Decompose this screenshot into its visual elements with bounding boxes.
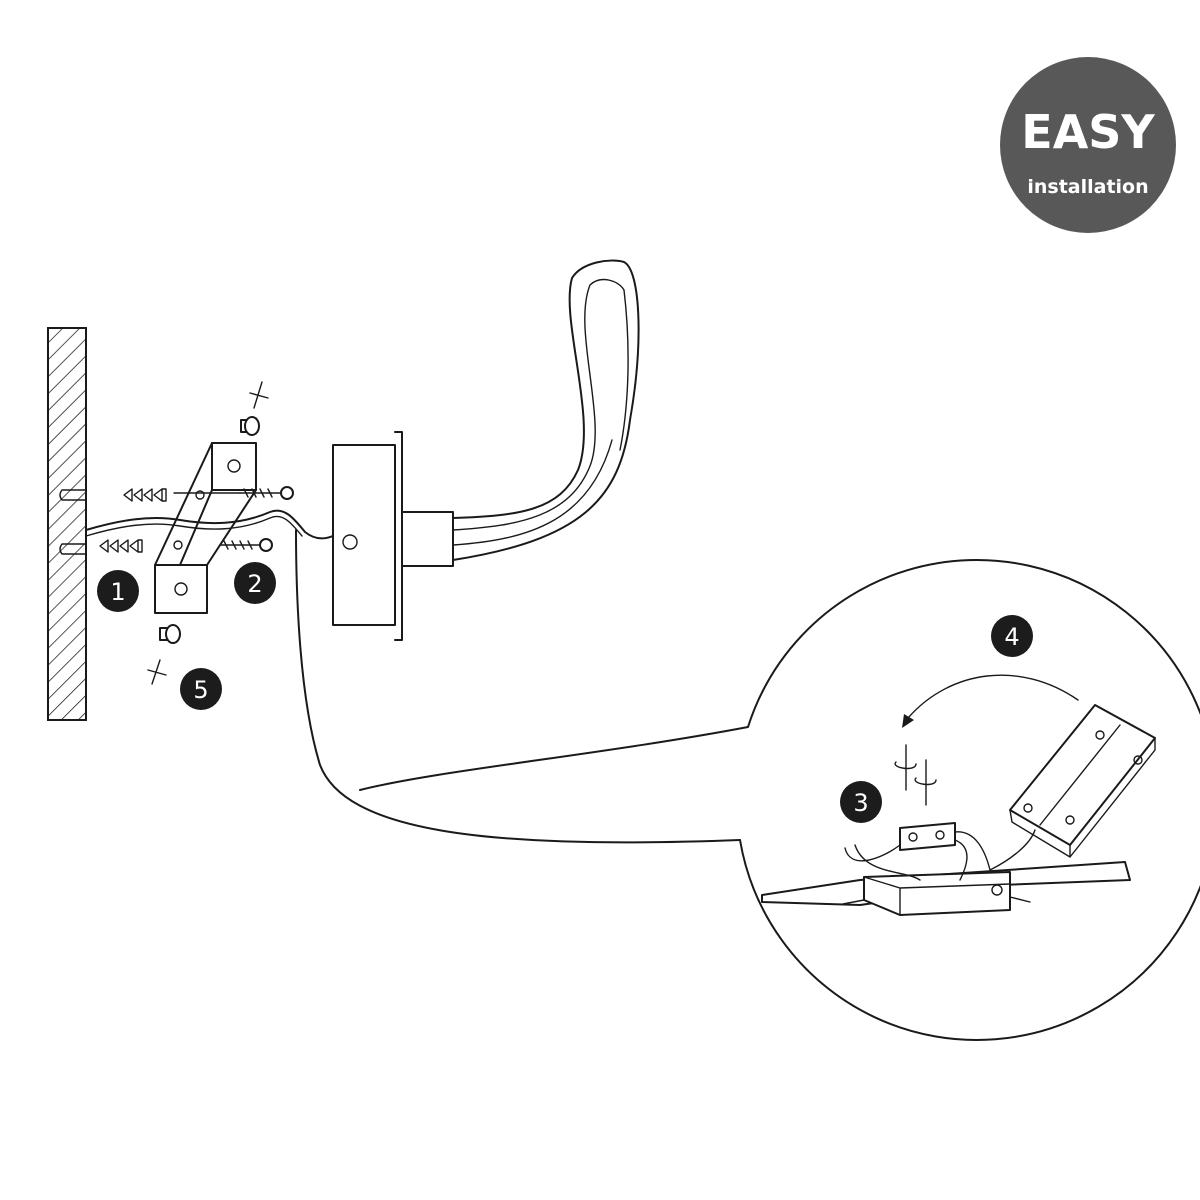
- detail-cover: [1009, 704, 1156, 858]
- luminaire-base: [332, 431, 454, 641]
- badge-title: EASY: [1021, 105, 1155, 159]
- detail-terminal-block: [844, 822, 1036, 881]
- mounting-bracket: [154, 442, 257, 614]
- wall-holes: [59, 489, 87, 555]
- rotate-screw-icon: [894, 744, 937, 806]
- step-5: 5: [180, 668, 222, 710]
- wood-screw-top: [239, 486, 294, 500]
- detail-callout: [359, 559, 1200, 1041]
- step-5-label: 5: [193, 676, 208, 704]
- wall-plug-bottom: [99, 539, 143, 553]
- step-2: 2: [234, 562, 276, 604]
- step-1: 1: [97, 570, 139, 612]
- wall-plug-top: [123, 488, 167, 502]
- screwdriver-icon-bottom: [147, 659, 167, 685]
- step-4: 4: [991, 615, 1033, 657]
- step-1-label: 1: [110, 578, 125, 606]
- easy-installation-badge: EASY installation: [1000, 57, 1176, 233]
- step-4-label: 4: [1004, 623, 1019, 651]
- step-3-label: 3: [853, 789, 868, 817]
- badge-circle: [1000, 57, 1176, 233]
- mains-cable: [85, 509, 336, 540]
- machine-screw-bottom: [159, 624, 181, 644]
- curved-arrow: [902, 674, 1079, 728]
- led-arm: [452, 259, 640, 561]
- screwdriver-icon-top: [249, 381, 269, 409]
- step-2-label: 2: [247, 570, 262, 598]
- step-3: 3: [840, 781, 882, 823]
- cable-to-detail: [295, 529, 741, 844]
- wall: [47, 327, 87, 721]
- badge-subtitle: installation: [1027, 176, 1148, 198]
- detail-driver-box: [842, 871, 1031, 916]
- machine-screw-top: [240, 416, 260, 436]
- wood-screw-bottom: [219, 538, 273, 552]
